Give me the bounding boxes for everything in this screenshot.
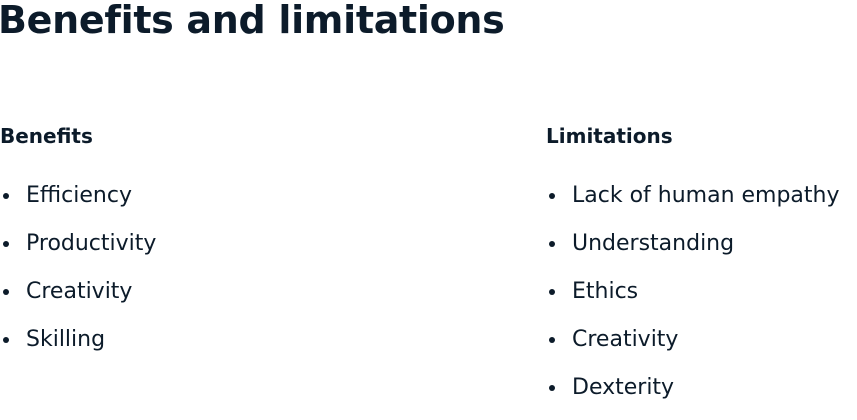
list-item: Ethics [546,277,840,325]
list-item: Creativity [546,325,840,373]
list-item-label: Creativity [572,327,679,352]
list-item-label: Understanding [572,231,735,256]
list-item-label: Efficiency [26,183,132,208]
list-item: Productivity [0,229,156,277]
bullet-dot-icon [3,289,9,295]
list-item-label: Skilling [26,327,106,352]
bullet-dot-icon [3,241,9,247]
list-item: Efficiency [0,181,156,229]
benefits-list: Efficiency Productivity Creativity Skill… [0,181,156,373]
benefits-heading: Benefits [0,124,93,148]
bullet-dot-icon [549,385,555,391]
list-item-label: Lack of human empathy [572,183,840,208]
page-title: Benefits and limitations [0,0,505,42]
list-item: Creativity [0,277,156,325]
list-item-label: Creativity [26,279,133,304]
bullet-dot-icon [549,337,555,343]
bullet-dot-icon [3,193,9,199]
list-item: Skilling [0,325,156,373]
limitations-column: Limitations Lack of human empathy Unders… [546,121,857,400]
list-item: Dexterity [546,373,840,420]
bullet-dot-icon [549,193,555,199]
limitations-list: Lack of human empathy Understanding Ethi… [546,181,840,420]
bullet-dot-icon [549,289,555,295]
bullet-dot-icon [549,241,555,247]
list-item-label: Dexterity [572,375,675,400]
list-item-label: Ethics [572,279,639,304]
benefits-column: Benefits Efficiency Productivity Creativ… [0,121,520,352]
list-item: Understanding [546,229,840,277]
list-item-label: Productivity [26,231,157,256]
limitations-heading: Limitations [546,124,673,148]
list-item: Lack of human empathy [546,181,840,229]
bullet-dot-icon [3,337,9,343]
